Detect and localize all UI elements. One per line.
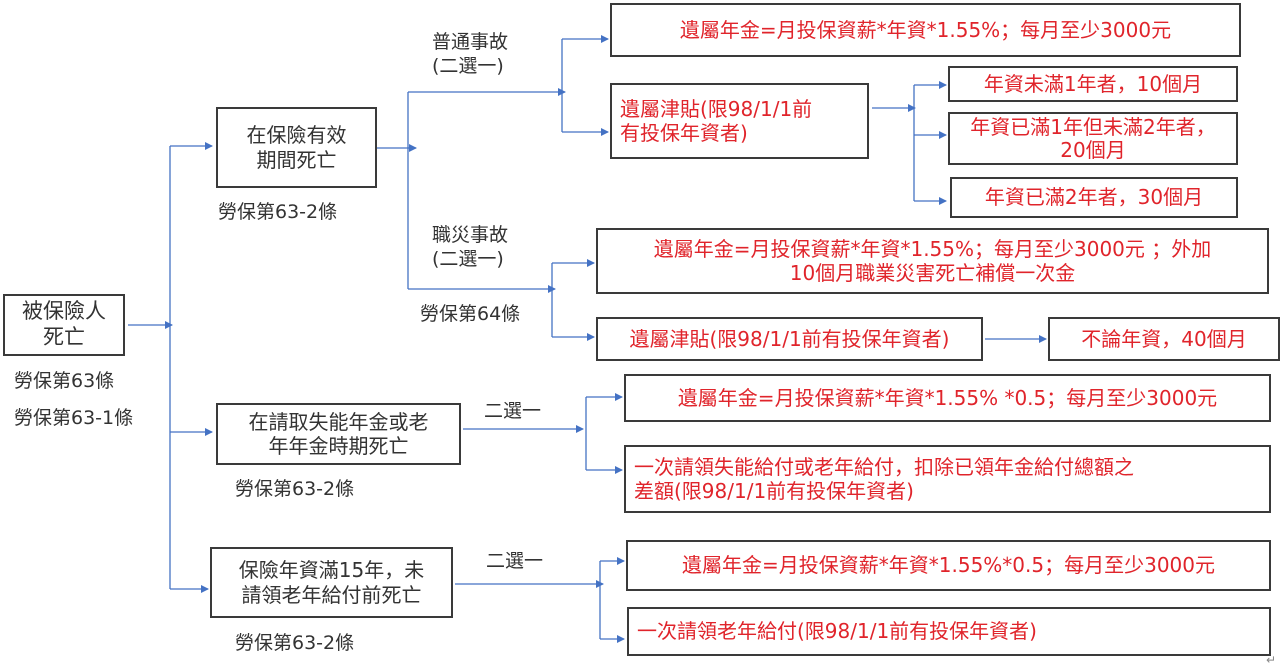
node-tier-any-40-months: 不論年資，40個月 (1048, 317, 1280, 361)
node-death-15yr-before-old-age: 保險年資滿15年，未 請領老年給付前死亡 (210, 547, 453, 618)
law-63-2-insured: 勞保第63-2條 (218, 201, 338, 223)
law-63-2-fifteen: 勞保第63-2條 (235, 632, 355, 654)
node-tier-1-to-2yr: 年資已滿1年但未滿2年者， 20個月 (948, 112, 1238, 165)
label-choose-one-fifteen: 二選一 (486, 550, 544, 572)
node-death-during-pension: 在請取失能年金或老 年年金時期死亡 (216, 403, 461, 465)
node-pension-survivor-annuity: 遺屬年金=月投保資薪*年資*1.55% *0.5；每月至少3000元 (624, 374, 1271, 422)
node-fifteen-old-age-lump-sum: 一次請領老年給付(限98/1/1前有投保年資者) (627, 607, 1271, 656)
law-63-2-pension: 勞保第63-2條 (235, 478, 355, 500)
node-occupational-survivor-annuity: 遺屬年金=月投保資薪*年資*1.55%；每月至少3000元 ；外加 10個月職業… (596, 228, 1269, 294)
root-law-63: 勞保第63條 (14, 370, 115, 392)
node-tier-over-2yr: 年資已滿2年者，30個月 (950, 177, 1238, 218)
node-tier-under-1yr: 年資未滿1年者，10個月 (948, 66, 1238, 102)
return-arrow-icon: ↵ (1266, 653, 1277, 667)
law-64: 勞保第64條 (420, 303, 521, 325)
label-choose-one-pension: 二選一 (484, 400, 542, 422)
node-occupational-survivor-allowance: 遺屬津貼(限98/1/1前有投保年資者) (596, 317, 983, 361)
label-occupational-accident: 職災事故 (二選一) (432, 224, 509, 270)
node-death-during-insurance: 在保險有效 期間死亡 (216, 107, 377, 188)
node-ordinary-survivor-annuity: 遺屬年金=月投保資薪*年資*1.55%；每月至少3000元 (610, 3, 1241, 57)
node-ordinary-survivor-allowance: 遺屬津貼(限98/1/1前 有投保年資者) (610, 83, 869, 159)
root-node-insured-death: 被保險人 死亡 (3, 294, 125, 356)
label-ordinary-accident: 普通事故 (二選一) (432, 31, 509, 77)
root-law-63-1: 勞保第63-1條 (14, 407, 134, 429)
node-pension-lump-sum-difference: 一次請領失能給付或老年給付，扣除已領年金給付總額之 差額(限98/1/1前有投保… (624, 445, 1271, 513)
node-fifteen-survivor-annuity: 遺屬年金=月投保資薪*年資*1.55%*0.5；每月至少3000元 (626, 540, 1271, 591)
